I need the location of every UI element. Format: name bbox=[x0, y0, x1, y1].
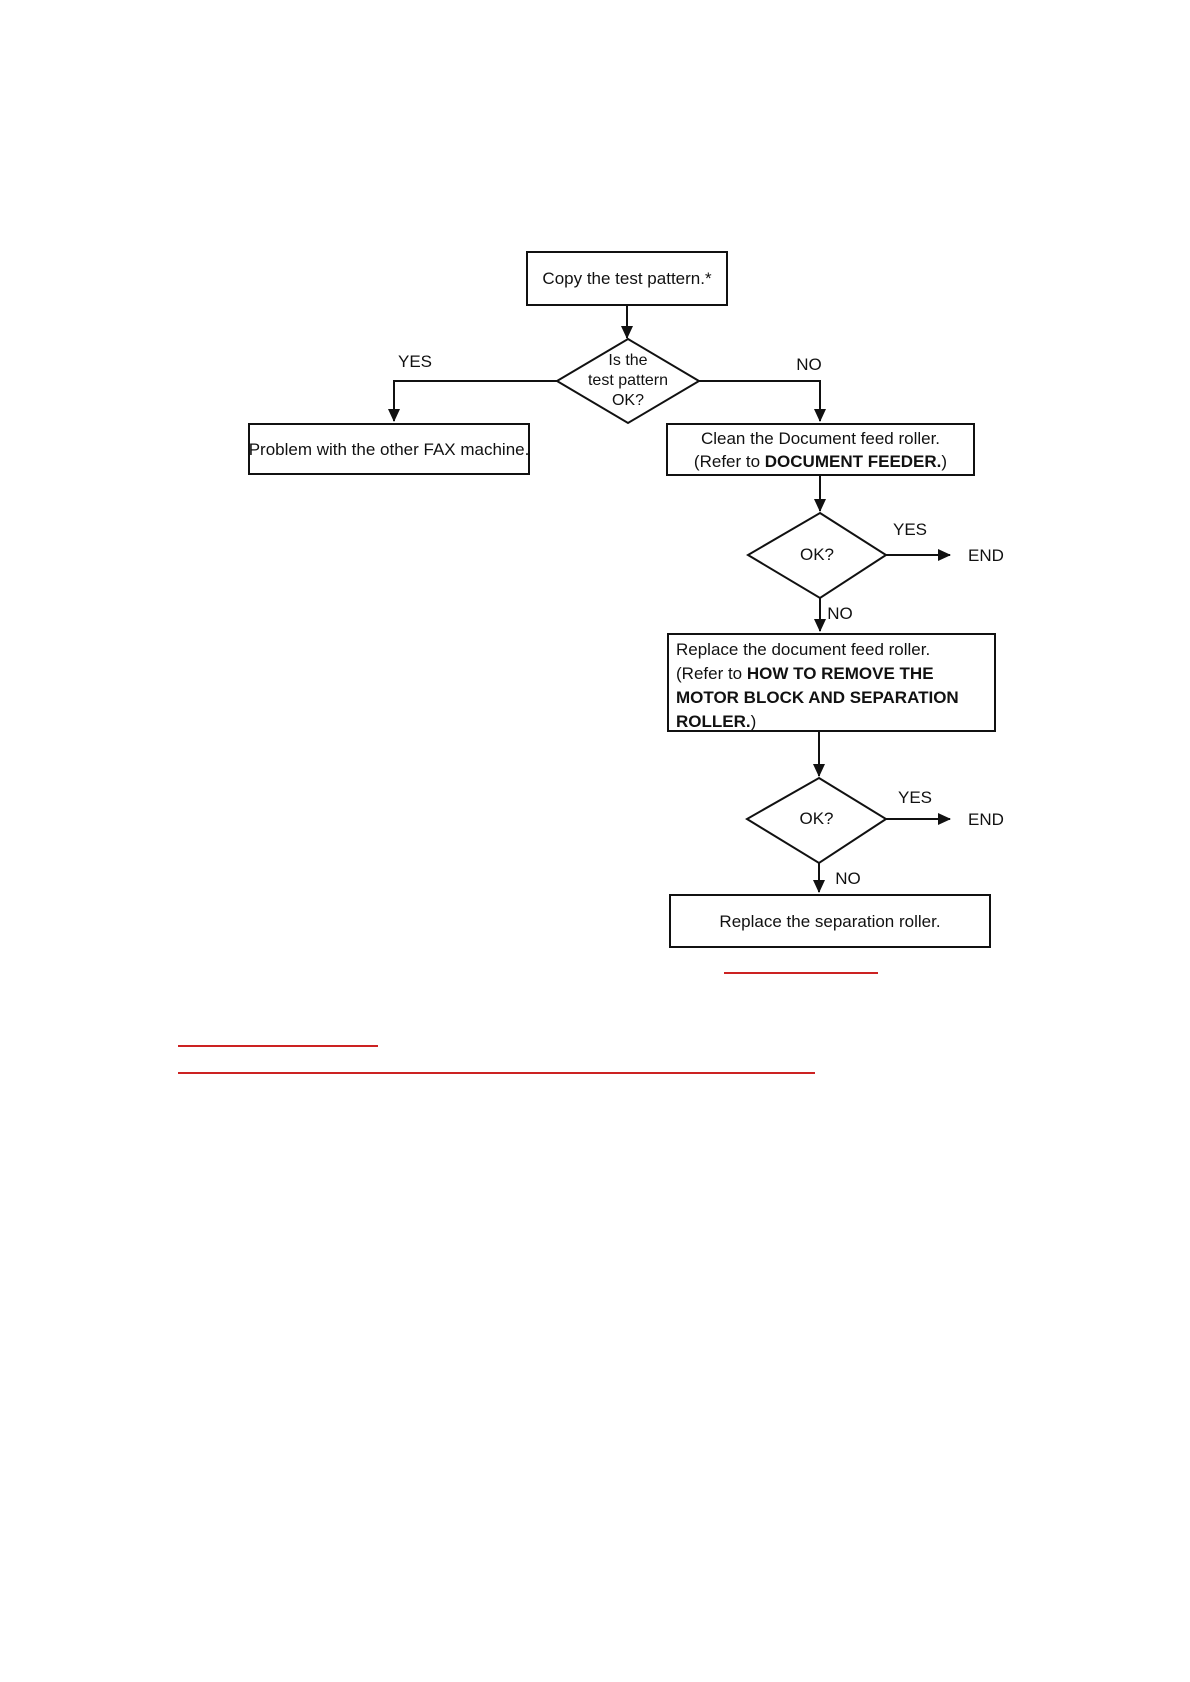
clean-node: Clean the Document feed roller. (Refer t… bbox=[666, 423, 975, 476]
clean-node-refer-prefix: (Refer to bbox=[693, 451, 765, 471]
replace-feed-roller-node: Replace the document feed roller. (Refer… bbox=[667, 633, 996, 732]
problem-node-label: Problem with the other FAX machine. bbox=[248, 439, 530, 459]
decision-diamond-test-pattern bbox=[555, 337, 701, 425]
replace-feed-line3: MOTOR BLOCK AND SEPARATION bbox=[676, 688, 959, 707]
end-label-2: END bbox=[968, 810, 1004, 829]
replace-feed-line2: (Refer to HOW TO REMOVE THE bbox=[676, 662, 934, 686]
decision-diamond-ok-2 bbox=[745, 776, 888, 865]
no-label-1: NO bbox=[796, 355, 822, 374]
decision1-line2: test pattern bbox=[587, 372, 669, 389]
replace-separation-roller-node: Replace the separation roller. bbox=[669, 894, 991, 948]
decision-diamond-ok-1 bbox=[746, 511, 888, 600]
clean-node-line1: Clean the Document feed roller. bbox=[700, 428, 941, 448]
link-underline-1[interactable] bbox=[724, 972, 878, 974]
start-node-label: Copy the test pattern.* bbox=[542, 269, 712, 288]
no-label-3: NO bbox=[835, 869, 861, 888]
problem-node: Problem with the other FAX machine. bbox=[248, 423, 530, 475]
clean-node-line2: (Refer to DOCUMENT FEEDER.) bbox=[694, 450, 947, 473]
decision1-line3: OK? bbox=[611, 392, 644, 409]
replace-feed-refer-bold2: ROLLER. bbox=[676, 712, 751, 731]
end-label-1: END bbox=[968, 546, 1004, 565]
yes-label-3: YES bbox=[897, 788, 933, 807]
yes-label-2: YES bbox=[892, 520, 928, 539]
clean-node-refer-bold: DOCUMENT FEEDER. bbox=[764, 451, 942, 471]
replace-feed-refer-suffix: ) bbox=[750, 712, 757, 731]
connector-no-to-clean bbox=[699, 380, 826, 422]
link-underline-2[interactable] bbox=[178, 1045, 378, 1047]
separation-node-label: Replace the separation roller. bbox=[719, 911, 941, 931]
replace-feed-refer-prefix: (Refer to bbox=[676, 664, 747, 683]
start-node: Copy the test pattern.* bbox=[526, 251, 728, 306]
yes-label-1: YES bbox=[397, 352, 433, 371]
replace-feed-line4: ROLLER.) bbox=[676, 710, 756, 734]
clean-node-refer-suffix: ) bbox=[941, 451, 948, 471]
decision-ok-2-text: OK? bbox=[799, 809, 834, 828]
decision-test-pattern-text: Is the test pattern OK? bbox=[557, 351, 699, 411]
decision1-line1: Is the bbox=[608, 352, 648, 369]
decision-ok-1-text: OK? bbox=[799, 545, 835, 564]
connector-yes-to-problem bbox=[388, 380, 557, 422]
link-underline-3[interactable] bbox=[178, 1072, 815, 1074]
no-label-2: NO bbox=[827, 604, 853, 623]
replace-feed-refer-bold1: HOW TO REMOVE THE bbox=[746, 664, 934, 683]
replace-feed-line1: Replace the document feed roller. bbox=[676, 640, 931, 659]
